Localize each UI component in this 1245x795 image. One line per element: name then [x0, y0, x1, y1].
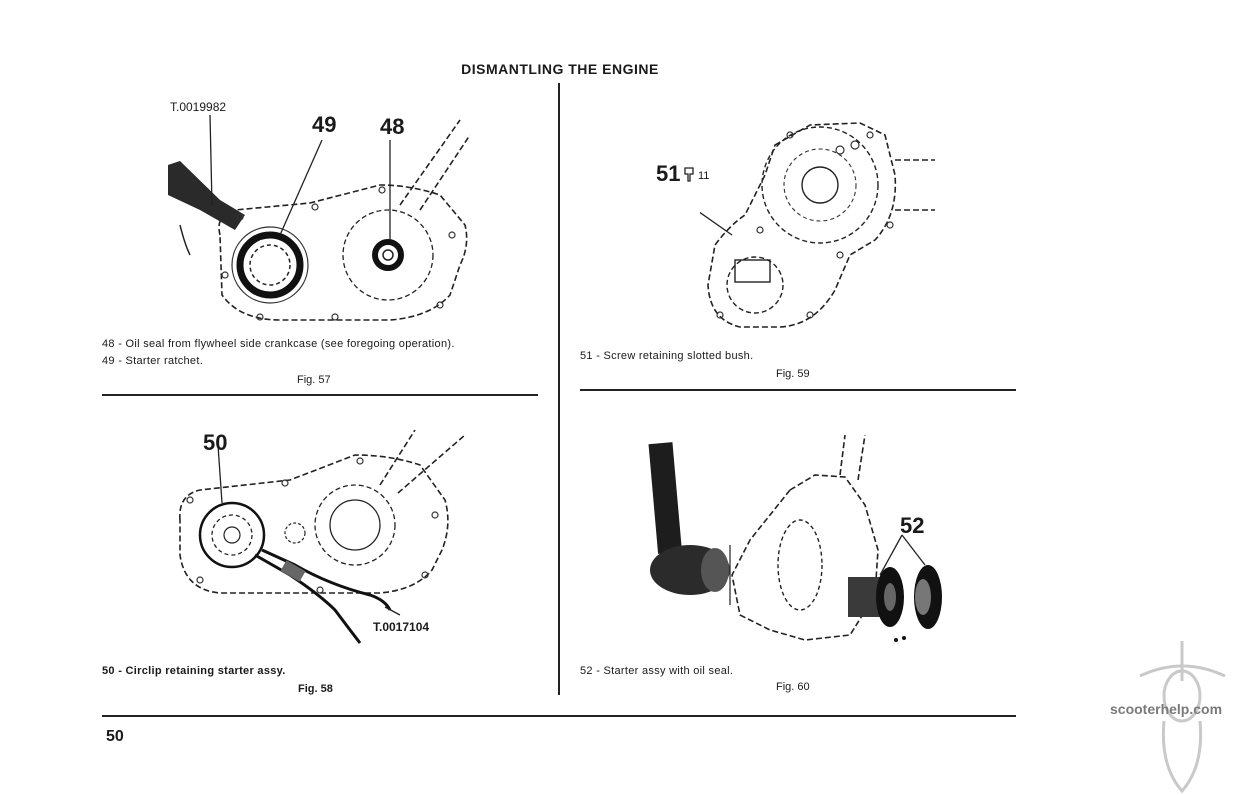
fig59-rule [580, 389, 1016, 391]
page-title: DISMANTLING THE ENGINE [461, 61, 659, 77]
fig57-callout-49: 49 [312, 112, 337, 137]
fig57-rule [102, 394, 538, 396]
fig59-callout-51: 51 [656, 161, 681, 186]
fig59-label: Fig. 59 [776, 368, 810, 380]
fig59-illustration [700, 122, 935, 328]
watermark-text[interactable]: scooterhelp.com [1110, 701, 1223, 717]
fig57-illustration [168, 114, 471, 321]
page-number: 50 [106, 728, 124, 745]
fig60-caption-52: 52 - Starter assy with oil seal. [580, 665, 734, 677]
fig58-illustration [179, 429, 466, 644]
fig57-label: Fig. 57 [297, 374, 331, 386]
bolt-icon [684, 167, 694, 182]
fig59-callout-suffix: 11 [698, 170, 710, 182]
fig57-caption-49: 49 - Starter ratchet. [102, 355, 204, 367]
scooter-logo-icon [1139, 641, 1226, 794]
fig57-caption-48: 48 - Oil seal from flywheel side crankca… [102, 338, 455, 350]
fig60-illustration [648, 435, 942, 642]
fig57-callout-48: 48 [380, 114, 405, 139]
fig59-caption-51: 51 - Screw retaining slotted bush. [580, 350, 754, 362]
fig58-caption-50: 50 - Circlip retaining starter assy. [102, 665, 286, 677]
fig60-callout-52: 52 [900, 513, 925, 538]
fig57-tool-ref: T.0019982 [170, 100, 227, 114]
column-divider [558, 83, 560, 695]
fig58-label: Fig. 58 [298, 683, 333, 695]
fig60-label: Fig. 60 [776, 681, 810, 693]
footer-rule [102, 715, 1016, 717]
fig58-tool-ref: T.0017104 [373, 620, 430, 634]
fig58-callout-50: 50 [203, 430, 228, 455]
